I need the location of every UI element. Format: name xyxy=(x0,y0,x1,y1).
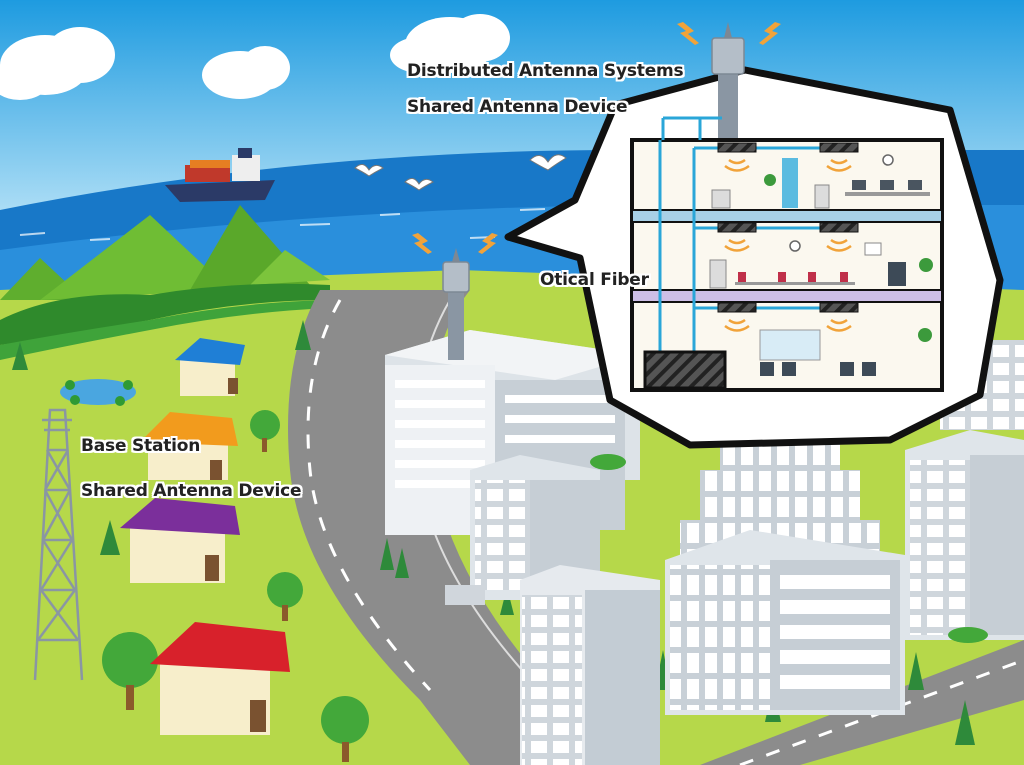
indoor-signal-icons xyxy=(724,158,852,332)
label-shared-antenna-device-left: Shared Antenna Device xyxy=(81,481,302,501)
houses xyxy=(120,338,290,735)
house-purple xyxy=(120,498,240,583)
house-red xyxy=(150,622,290,735)
building-cross-section xyxy=(630,116,944,392)
label-distributed-antenna-systems: Distributed Antenna Systems xyxy=(407,61,684,81)
bushes xyxy=(590,454,988,643)
door xyxy=(782,158,798,208)
house-orange xyxy=(140,412,238,480)
lattice-tower xyxy=(33,408,84,681)
mountains xyxy=(0,205,330,300)
clock-icon-2 xyxy=(789,240,801,252)
ship xyxy=(165,148,275,202)
clouds xyxy=(0,14,510,100)
road xyxy=(288,290,620,765)
label-optical-fiber: Otical Fiber xyxy=(540,270,649,290)
house-blue xyxy=(175,338,245,396)
signal-icon-top xyxy=(677,22,781,45)
ceiling-antennas xyxy=(717,142,859,313)
top-antenna xyxy=(677,22,781,140)
label-base-station: Base Station xyxy=(81,436,201,456)
roof-antenna xyxy=(412,233,498,360)
label-shared-antenna-device-top: Shared Antenna Device xyxy=(407,97,628,117)
signal-icon xyxy=(412,233,498,254)
forest xyxy=(0,283,330,345)
seagulls xyxy=(354,154,567,191)
clock-icon xyxy=(882,154,894,166)
equipment-rack xyxy=(643,350,727,390)
